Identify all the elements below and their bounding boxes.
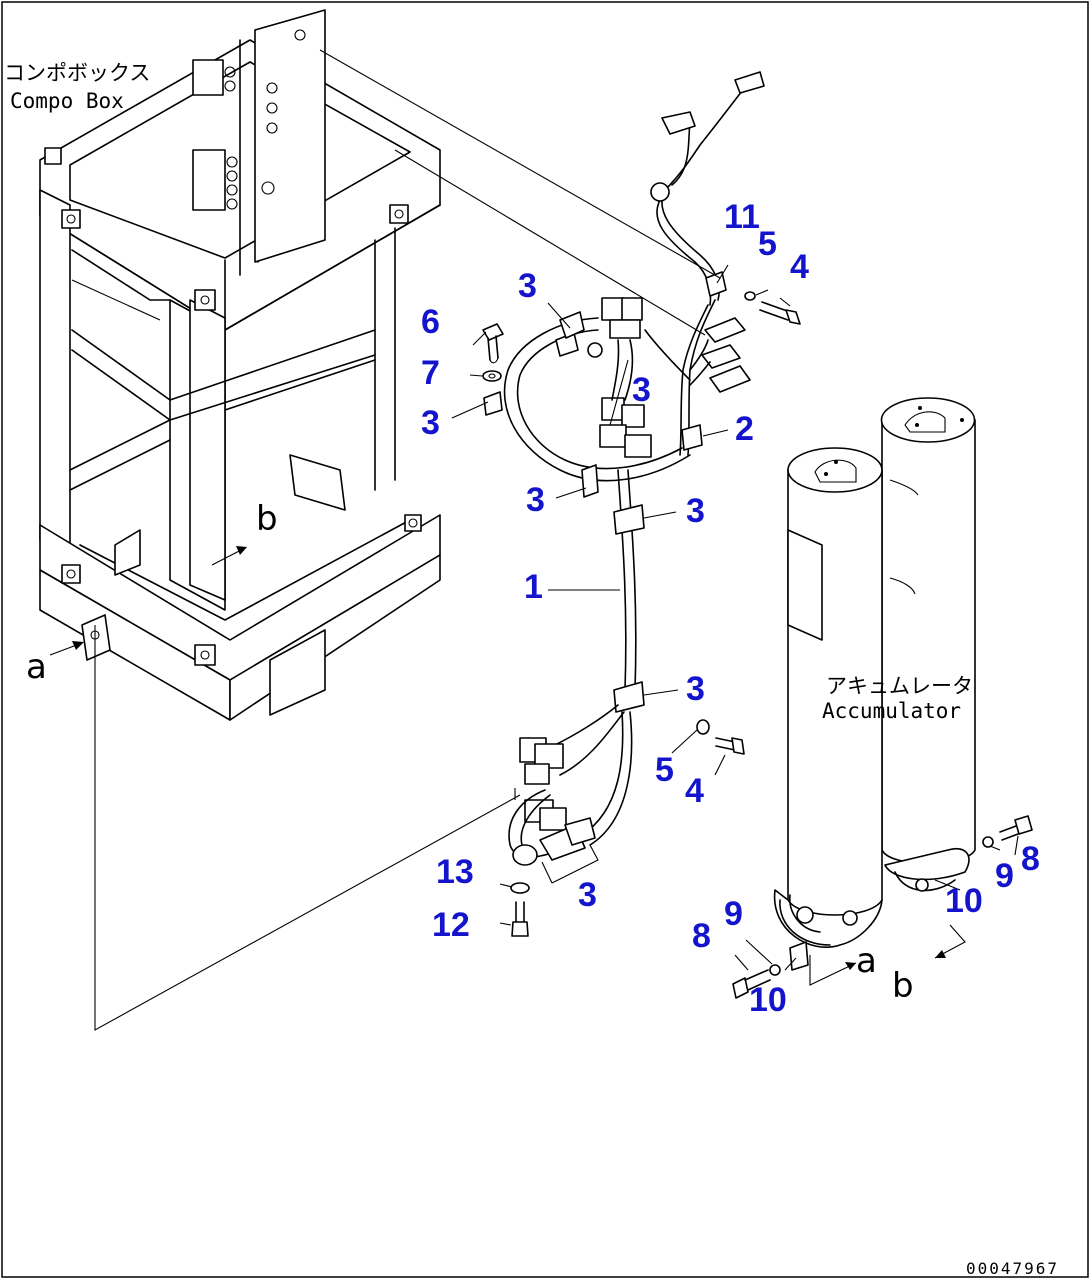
washer-7 (482, 370, 502, 382)
text-labels: コンポボックス Compo Box アキュムレータ Accumulator a … (4, 61, 1059, 1278)
callout-8-left: 8 (692, 917, 711, 955)
drawing-number: 00047967 (966, 1259, 1059, 1278)
callout-4-upper: 4 (790, 248, 809, 286)
callout-4-lower: 4 (685, 772, 704, 810)
view-b-label-accumulator: b (892, 966, 914, 1006)
accumulator-front (773, 447, 883, 971)
washer-5-upper (744, 291, 756, 301)
callout-3-d: 3 (526, 481, 545, 519)
callout-13: 13 (436, 853, 474, 891)
view-a-label-accumulator: a (856, 941, 877, 981)
bolt-8-left (732, 969, 771, 999)
callout-2: 2 (735, 410, 754, 448)
accumulator-jp-label: アキュムレータ (826, 674, 973, 698)
accumulator-rear (880, 397, 976, 892)
callout-10-left: 10 (749, 981, 787, 1019)
bolt-4-upper (759, 301, 801, 325)
view-a-label-frame: a (26, 647, 47, 687)
washer-9-left (769, 964, 781, 976)
callout-3-b: 3 (632, 371, 651, 409)
view-b-label-frame: b (256, 499, 278, 539)
callout-9-right: 9 (995, 857, 1014, 895)
frame-bolts (44, 147, 422, 666)
washer-9-right (982, 836, 994, 848)
connector-cluster-upper (587, 297, 691, 458)
fasteners (482, 291, 1033, 999)
callout-5-upper: 5 (758, 225, 777, 263)
assembly-lines (49, 49, 1019, 1031)
compo-box-jp-label: コンポボックス (4, 61, 150, 85)
washer-5-lower (696, 719, 710, 735)
callout-6: 6 (421, 303, 440, 341)
bolt-4-lower (715, 737, 745, 755)
callout-3-a: 3 (518, 267, 537, 305)
callout-3-c: 3 (421, 404, 440, 442)
terminal-blocks (192, 29, 306, 211)
callout-11: 11 (724, 198, 760, 236)
callout-12: 12 (432, 906, 470, 944)
callout-9-left: 9 (724, 895, 743, 933)
compo-box-en-label: Compo Box (10, 89, 124, 113)
callout-3-f: 3 (686, 670, 705, 708)
callout-1: 1 (524, 568, 543, 606)
accumulator-en-label: Accumulator (822, 699, 961, 723)
bolt-8-right (999, 815, 1033, 841)
bolt-6 (482, 323, 504, 364)
callout-numbers: 11 5 4 3 6 7 3 3 2 3 3 1 3 5 4 13 3 12 9… (421, 198, 1040, 1019)
washer-13 (510, 882, 530, 894)
callout-8-right: 8 (1021, 840, 1040, 878)
compo-box-frame (39, 9, 441, 721)
connector-cluster-lower (508, 737, 596, 866)
callout-10-right: 10 (945, 882, 983, 920)
callout-3-e: 3 (686, 492, 705, 530)
callout-7: 7 (421, 354, 440, 392)
wiring-harness (483, 71, 765, 866)
connector-cluster-right (689, 317, 751, 393)
callout-3-g: 3 (578, 876, 597, 914)
bolt-12 (511, 901, 529, 937)
callout-5-lower: 5 (655, 751, 674, 789)
